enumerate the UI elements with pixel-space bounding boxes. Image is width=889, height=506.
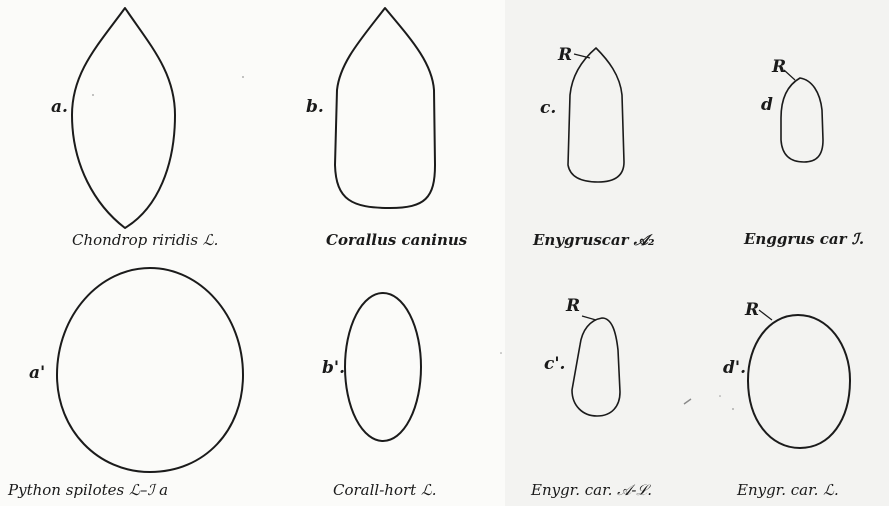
r-marker-d: R (772, 59, 786, 76)
outline-d (781, 78, 823, 162)
caption-d: Enggrus car ℐ. (744, 232, 864, 247)
panel-label-a: a. (51, 99, 68, 116)
panel-label-c-prime: c'. (544, 356, 565, 373)
outline-c-prime (572, 318, 620, 416)
outline-b-prime (345, 293, 421, 441)
outline-b (335, 8, 435, 208)
panel-label-b-prime: b'. (322, 360, 345, 377)
caption-a: Chondrop riridis ℒ. (72, 233, 218, 248)
paper-speck (732, 408, 734, 410)
caption-c: Enygruscar 𝒜₂ (533, 233, 655, 248)
paper-speck (92, 94, 94, 96)
paper-speck (719, 395, 721, 397)
outline-d-prime (748, 315, 850, 448)
r-leader-d2 (759, 310, 772, 320)
outline-a-prime (57, 268, 243, 472)
r-leader-c2 (582, 316, 596, 320)
caption-c-prime: Enygr. car. 𝒜-ℒ. (531, 483, 652, 498)
r-marker-d2: R (745, 302, 759, 319)
caption-b: Corallus caninus (326, 233, 467, 248)
caption-a-prime: Python spilotes ℒ–ℐ a (8, 483, 168, 498)
r-marker-c: R (558, 47, 572, 64)
paper-speck (500, 352, 502, 354)
paper-mark (684, 399, 691, 404)
panel-label-a-prime: a' (29, 365, 45, 382)
panel-label-d: d (761, 97, 773, 114)
paper-speck (242, 76, 244, 78)
panel-label-c: c. (540, 100, 556, 117)
panel-label-b: b. (306, 99, 324, 116)
r-marker-c2: R (566, 298, 580, 315)
caption-b-prime: Corall-hort ℒ. (333, 483, 437, 498)
outline-a (72, 8, 175, 228)
outline-c (568, 48, 624, 182)
panel-label-d-prime: d'. (723, 360, 746, 377)
caption-d-prime: Enygr. car. ℒ. (737, 483, 839, 498)
